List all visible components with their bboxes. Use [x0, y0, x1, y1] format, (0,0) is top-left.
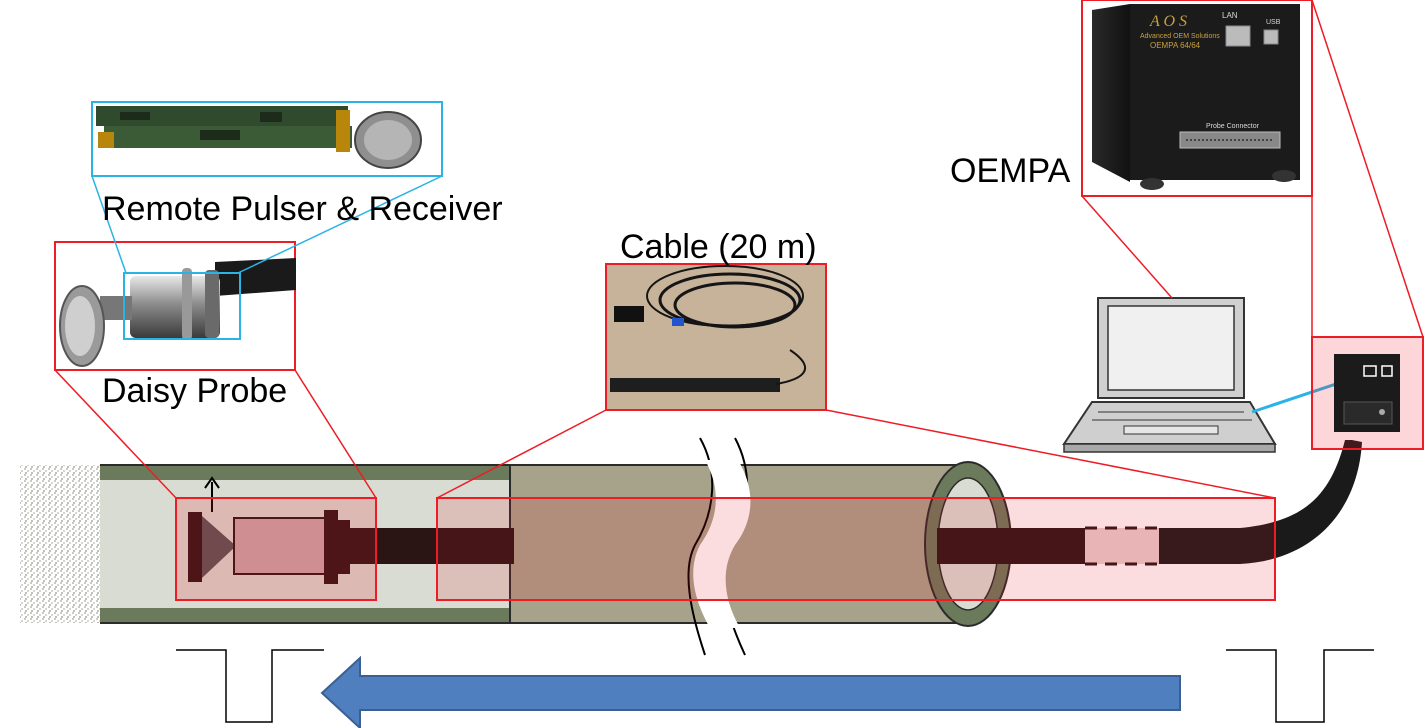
zoom-line — [237, 175, 443, 274]
callout-line — [825, 409, 1276, 499]
outer-tube — [509, 437, 1012, 656]
probe-highlight — [175, 497, 377, 601]
remote-pulser-photo — [91, 101, 443, 177]
label-cable: Cable (20 m) — [620, 228, 817, 266]
callout-line — [294, 369, 377, 499]
label-oempa: OEMPA — [950, 152, 1071, 190]
laptop-icon — [1062, 297, 1277, 453]
callout-line — [1311, 0, 1424, 338]
zoom-line — [91, 175, 127, 274]
oempa-company: Advanced OEM Solutions — [1140, 33, 1220, 40]
daisy-probe-photo — [54, 241, 296, 371]
callout-line — [436, 409, 607, 499]
label-remote-pulser: Remote Pulser & Receiver — [102, 190, 503, 228]
step-marker-right — [1226, 649, 1374, 723]
label-daisy-probe: Daisy Probe — [102, 372, 287, 410]
oempa-unit-highlight — [1311, 336, 1424, 450]
oempa-model: OEMPA 64/64 — [1150, 41, 1201, 50]
callout-line — [1081, 195, 1173, 299]
oempa-device-photo: A O S Advanced OEM Solutions OEMPA 64/64… — [1081, 0, 1313, 197]
oempa-probe-connector-label: Probe Connector — [1206, 123, 1260, 130]
step-marker-left — [176, 649, 324, 723]
arrow-left-icon — [320, 655, 1181, 728]
callout-line — [54, 369, 177, 499]
probe-schematic — [188, 476, 374, 584]
oempa-lan-label: LAN — [1222, 11, 1238, 20]
cable-photo — [605, 263, 827, 411]
cable-highlight — [436, 497, 1276, 601]
cable-line — [372, 440, 1362, 566]
oempa-usb-label: USB — [1266, 19, 1281, 26]
oempa-brand: A O S — [1149, 13, 1187, 30]
